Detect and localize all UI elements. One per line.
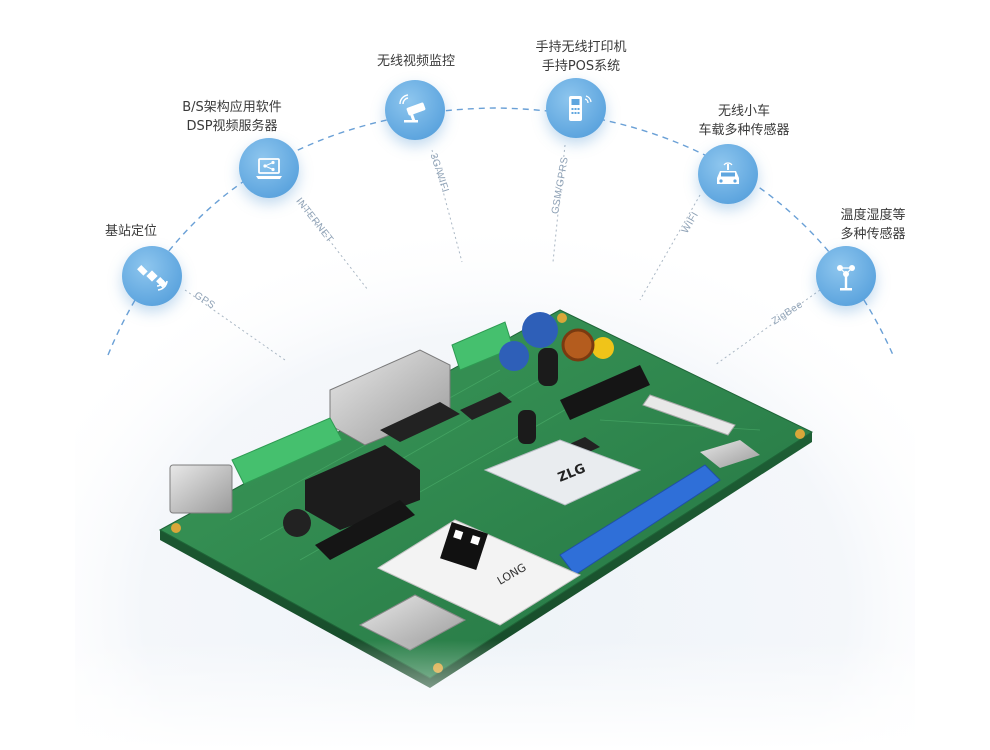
capacitor-yellow [592,337,614,359]
connector-3g [431,149,463,263]
node-base-station-label: 基站定位 [104,224,158,239]
usb-port [169,464,233,514]
chip-2 [460,392,512,420]
buzzer [283,509,311,537]
node-sensor-label: 温度湿度等 多种传感器 [840,208,906,242]
connector-internet [297,199,369,291]
gpio-header-blue [559,464,721,576]
car-icon [698,144,758,204]
laptop-share-icon [239,138,299,198]
satellite-icon [122,246,182,306]
inductor-coil [561,328,595,362]
terminal-block-left [231,417,343,485]
connector-gps [184,289,286,361]
chip-1 [380,402,460,442]
wireless-4g-module [376,519,582,626]
electrolytic-capacitor-2 [518,410,536,444]
connector-wifi [639,194,701,301]
connector-lines [184,144,821,366]
qr-code [440,522,488,570]
sim-slot [700,440,760,468]
connector-zigbee [714,289,821,366]
weather-station-icon [816,246,876,306]
node-pos-label: 手持无线打印机 手持POS系统 [535,40,627,74]
electrolytic-capacitor [538,348,558,386]
mini-pcie-slot-1 [315,500,415,560]
capacitor-blue-1 [522,312,558,348]
board-edge [160,432,812,688]
embedded-board: ZLG LONG [158,309,814,688]
zlg-core-module [483,439,642,506]
capacitor-blue-2 [499,341,529,371]
node-bs-app-label: B/S架构应用软件 DSP视频服务器 [182,100,282,134]
node-car-label: 无线小车 车载多种传感器 [698,104,790,138]
orbit-arc [107,107,894,356]
cctv-camera-icon [385,80,445,140]
fpc-connector [642,394,736,436]
node-video-label: 无线视频监控 [376,54,456,69]
mini-pcie-slot-2 [560,365,650,420]
pos-terminal-icon [546,78,606,138]
bottom-fade [0,640,990,750]
